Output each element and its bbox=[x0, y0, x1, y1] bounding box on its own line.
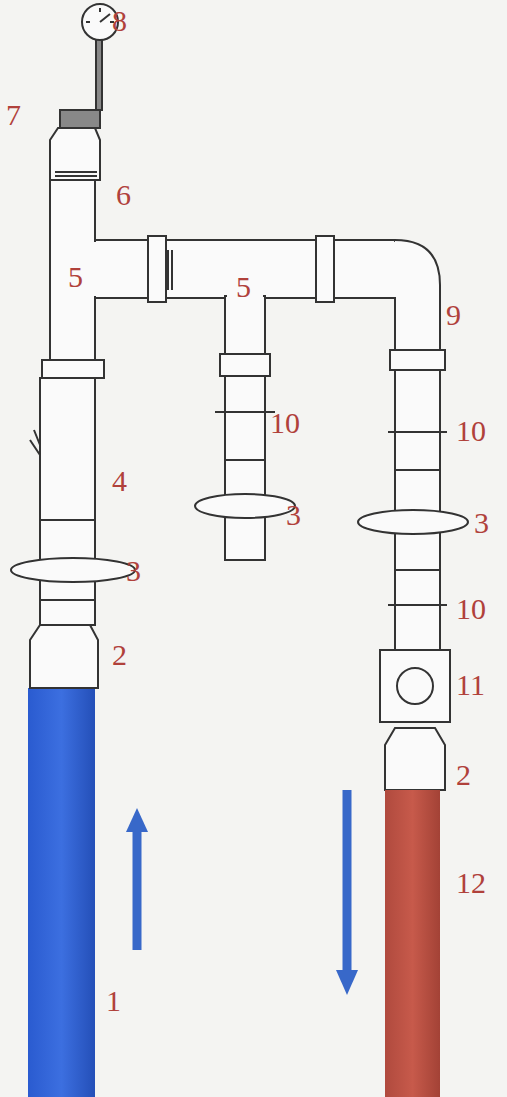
callout-number: 10 bbox=[456, 594, 486, 624]
callout-number: 11 bbox=[456, 670, 485, 700]
callout-number: 8 bbox=[112, 6, 127, 36]
callout-number: 1 bbox=[106, 986, 121, 1016]
callout-number: 3 bbox=[474, 508, 489, 538]
callout-number: 7 bbox=[6, 100, 21, 130]
callout-number: 4 bbox=[112, 466, 127, 496]
callout-number: 2 bbox=[112, 640, 127, 670]
callout-number: 10 bbox=[270, 408, 300, 438]
callout-number: 10 bbox=[456, 416, 486, 446]
callout-number: 6 bbox=[116, 180, 131, 210]
callout-number: 3 bbox=[126, 556, 141, 586]
callout-number: 5 bbox=[236, 272, 251, 302]
callout-number: 5 bbox=[68, 262, 83, 292]
callout-number: 12 bbox=[456, 868, 486, 898]
callout-number: 3 bbox=[286, 500, 301, 530]
callout-number: 2 bbox=[456, 760, 471, 790]
callout-number: 9 bbox=[446, 300, 461, 330]
